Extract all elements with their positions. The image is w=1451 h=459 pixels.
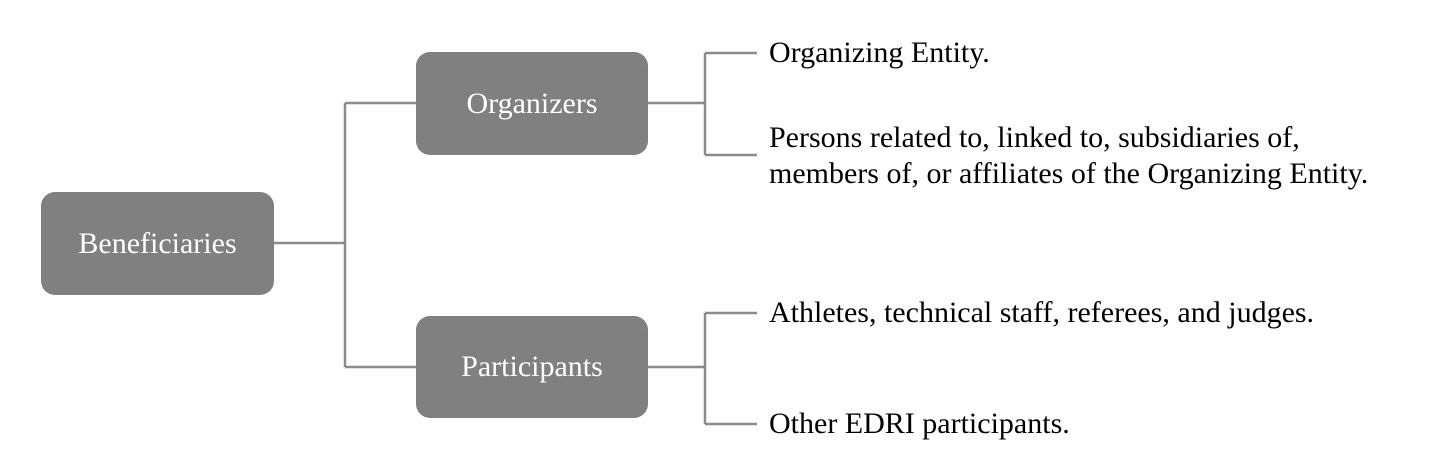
- leaf-other-participants: Other EDRI participants.: [769, 406, 1070, 442]
- branch-node-label: Organizers: [466, 86, 598, 120]
- branch-node-participants: Participants: [416, 316, 648, 418]
- leaf-related-persons: Persons related to, linked to, subsidiar…: [769, 120, 1368, 192]
- branch-node-organizers: Organizers: [416, 52, 648, 155]
- leaf-organizing-entity: Organizing Entity.: [769, 35, 990, 71]
- root-node: Beneficiaries: [41, 192, 274, 295]
- branch-node-label: Participants: [461, 350, 603, 383]
- leaf-line: members of, or affiliates of the Organiz…: [769, 157, 1369, 190]
- leaf-line: Athletes, technical staff, referees, and…: [769, 296, 1315, 329]
- root-node-label: Beneficiaries: [78, 226, 237, 260]
- leaf-line: Other EDRI participants.: [769, 407, 1070, 440]
- leaf-line: Organizing Entity.: [769, 36, 990, 69]
- leaf-athletes-staff: Athletes, technical staff, referees, and…: [769, 295, 1314, 331]
- leaf-line: Persons related to, linked to, subsidiar…: [769, 121, 1300, 154]
